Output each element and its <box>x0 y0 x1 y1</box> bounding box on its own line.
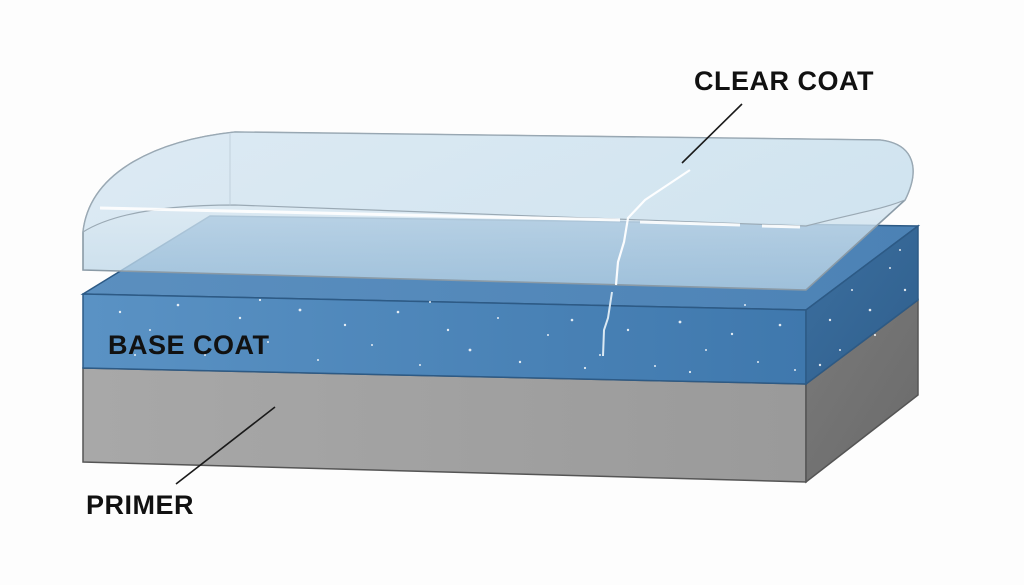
primer-label: PRIMER <box>86 490 195 520</box>
base-coat-label: BASE COAT <box>108 330 270 360</box>
primer-leader <box>175 406 276 485</box>
base-coat-sparkles <box>118 249 907 374</box>
clear-coat-label: CLEAR COAT <box>694 66 874 96</box>
clear-coat-layer <box>82 131 914 291</box>
clear-coat-leader <box>681 103 743 164</box>
primer-layer <box>82 298 919 484</box>
